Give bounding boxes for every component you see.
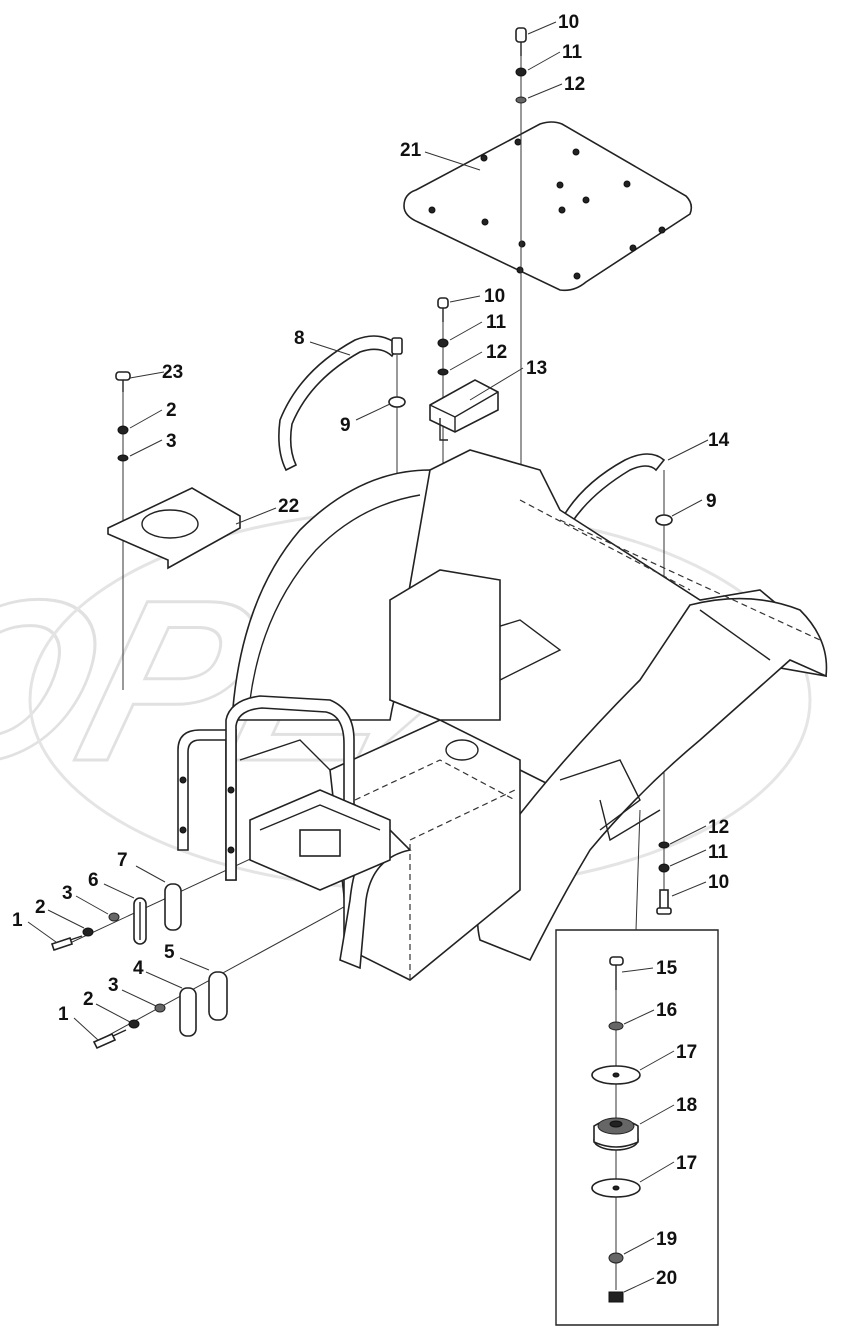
callout-10: 10	[558, 12, 579, 33]
callout-11: 11	[562, 42, 583, 63]
callout-3: 3	[108, 975, 119, 996]
seat-plate	[403, 121, 693, 292]
callout-8: 8	[294, 328, 305, 349]
callout-11: 11	[708, 842, 729, 863]
callout-9: 9	[706, 491, 717, 512]
cab-frame-body	[231, 449, 828, 981]
bolt-stack-left	[115, 371, 131, 462]
callout-labels: 1 2 3 6 7 1 2 3 4 5 8 9 9 10 11 12 10 11…	[12, 12, 730, 1289]
callout-1: 1	[58, 1004, 69, 1025]
callout-21: 21	[400, 140, 422, 161]
callout-10: 10	[484, 286, 505, 307]
callout-12: 12	[486, 342, 507, 363]
callout-10: 10	[708, 872, 729, 893]
callout-19: 19	[656, 1229, 677, 1250]
callout-7: 7	[117, 850, 128, 871]
callout-9: 9	[340, 415, 351, 436]
callout-12: 12	[564, 74, 585, 95]
rops-frame	[177, 695, 412, 970]
grab-handle-8	[278, 335, 403, 472]
callout-11: 11	[486, 312, 507, 333]
callout-4: 4	[133, 958, 144, 979]
bolt-stack-top	[515, 27, 527, 104]
callout-2: 2	[166, 400, 177, 421]
callout-12: 12	[708, 817, 729, 838]
cover-plate-22	[107, 487, 241, 570]
bolt-stack-right	[656, 841, 672, 915]
callout-22: 22	[278, 496, 299, 517]
callout-15: 15	[656, 958, 678, 979]
bolt-stack-center	[437, 297, 449, 376]
callout-17: 17	[676, 1153, 697, 1174]
callout-14: 14	[708, 430, 730, 451]
callout-3: 3	[62, 883, 73, 904]
callout-1: 1	[12, 910, 23, 931]
hardware-left	[50, 883, 228, 1050]
callout-2: 2	[35, 897, 46, 918]
callout-18: 18	[676, 1095, 697, 1116]
callout-6: 6	[88, 870, 99, 891]
callout-20: 20	[656, 1268, 677, 1289]
callout-17: 17	[676, 1042, 697, 1063]
leader-lines	[27, 21, 709, 1293]
callout-3: 3	[166, 431, 177, 452]
callout-23: 23	[162, 362, 183, 383]
callout-5: 5	[164, 942, 175, 963]
callout-16: 16	[656, 1000, 677, 1021]
mount-detail-box	[555, 809, 719, 1326]
callout-13: 13	[526, 358, 547, 379]
callout-2: 2	[83, 989, 94, 1010]
